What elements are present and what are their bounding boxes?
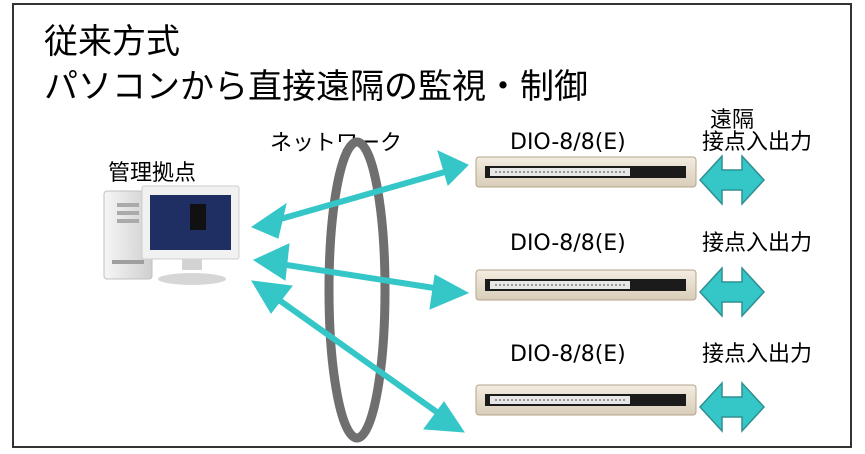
title-line-2: パソコンから直接遠隔の監視・制御 — [44, 67, 588, 107]
network-arrows — [250, 150, 470, 433]
io-arrows — [698, 154, 766, 433]
device-label-2: DIO-8/8(E) — [510, 231, 626, 256]
io-label-2: 接点入出力 — [702, 231, 813, 256]
device-unit-3 — [475, 384, 697, 416]
io-label-1: 接点入出力 — [702, 130, 813, 155]
device-unit-1 — [475, 156, 697, 188]
remote-label: 遠隔 — [710, 108, 755, 133]
device-label-3: DIO-8/8(E) — [510, 342, 626, 367]
management-site-label: 管理拠点 — [108, 161, 197, 186]
device-unit-2 — [475, 269, 697, 301]
device-label-1: DIO-8/8(E) — [510, 130, 626, 155]
computer-icon — [103, 185, 240, 285]
io-label-3: 接点入出力 — [702, 342, 813, 367]
title-line-1: 従来方式 — [44, 22, 180, 62]
network-ring — [324, 137, 390, 443]
